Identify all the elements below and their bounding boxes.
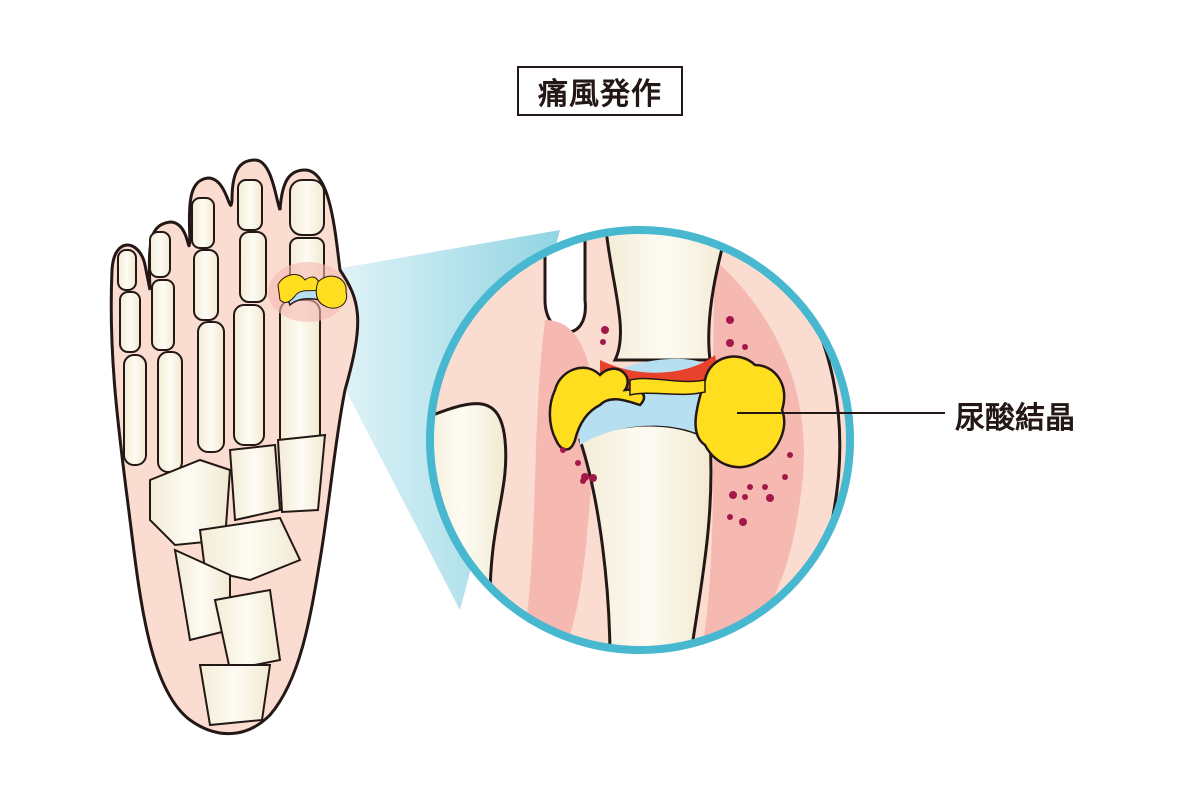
page-title: 痛風発作 xyxy=(517,66,683,116)
magnified-joint xyxy=(426,226,854,654)
foot-skeleton xyxy=(109,158,360,736)
magnifier-ring xyxy=(426,226,854,654)
label-uric-acid-crystal: 尿酸結晶 xyxy=(955,401,1075,436)
